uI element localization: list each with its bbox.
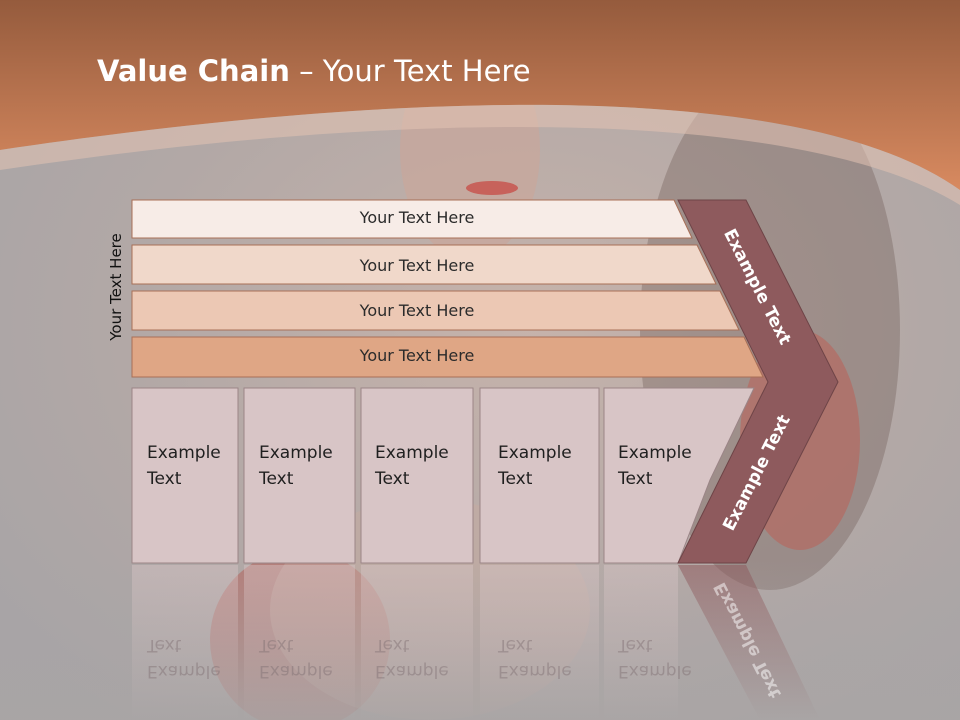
cell-4-line2: Text [498, 469, 533, 489]
band-3-label: Your Text Here [359, 301, 475, 320]
chevron-shape [677, 199, 839, 564]
cell-4-reflection: Example Text [498, 632, 572, 684]
cell-2-reflection-line1: Example [259, 661, 333, 681]
cell-1-line2: Text [147, 469, 182, 489]
cell-4-reflection-line2: Text [498, 635, 533, 655]
cell-5-shape [603, 387, 755, 564]
band-4-shape [131, 336, 764, 378]
cell-1-label: Example Text [147, 440, 221, 492]
slide-title: Value Chain – Your Text Here [97, 54, 531, 88]
cell-2-reflection-line2: Text [259, 635, 294, 655]
cell-4-reflection-line1: Example [498, 661, 572, 681]
cell-5-label: Example Text [618, 440, 692, 492]
cell-1-reflection-line2: Text [147, 635, 182, 655]
cell-3-reflection: Example Text [375, 632, 449, 684]
cell-4-line1: Example [498, 443, 572, 463]
band-2-shape [131, 244, 717, 285]
cell-3-line2: Text [375, 469, 410, 489]
cell-2-line1: Example [259, 443, 333, 463]
cell-4-shape [479, 387, 600, 564]
cell-2-line2: Text [259, 469, 294, 489]
band-1-shape [131, 199, 693, 239]
cell-3-label: Example Text [375, 440, 449, 492]
band-1-label: Your Text Here [359, 208, 475, 227]
cell-1-line1: Example [147, 443, 221, 463]
cell-4-label: Example Text [498, 440, 572, 492]
title-bold: Value Chain [97, 54, 290, 88]
cell-5-line2: Text [618, 469, 653, 489]
cell-2-reflection: Example Text [259, 632, 333, 684]
cell-2-label: Example Text [259, 440, 333, 492]
cell-5-reflection: Example Text [618, 632, 692, 684]
band-4-label: Your Text Here [359, 346, 475, 365]
header-band [0, 0, 960, 190]
cell-5-line1: Example [618, 443, 692, 463]
header-swoosh [0, 104, 960, 205]
cell-2-shape [243, 387, 356, 564]
cell-1-reflection: Example Text [147, 632, 221, 684]
chevron-reflection [678, 565, 820, 720]
cell-5-reflection-line2: Text [618, 635, 653, 655]
title-rest: – Your Text Here [289, 54, 531, 88]
cell-1-reflection-line1: Example [147, 661, 221, 681]
cell-1-shape [131, 387, 239, 564]
band-2-label: Your Text Here [359, 256, 475, 275]
cell-3-line1: Example [375, 443, 449, 463]
cell-3-reflection-line1: Example [375, 661, 449, 681]
band-3-shape [131, 290, 740, 331]
cell-3-reflection-line2: Text [375, 635, 410, 655]
cell-5-reflection-line1: Example [618, 661, 692, 681]
background-figure-lips [466, 181, 518, 195]
cell-3-shape [360, 387, 474, 564]
side-label: Your Text Here [107, 233, 125, 341]
